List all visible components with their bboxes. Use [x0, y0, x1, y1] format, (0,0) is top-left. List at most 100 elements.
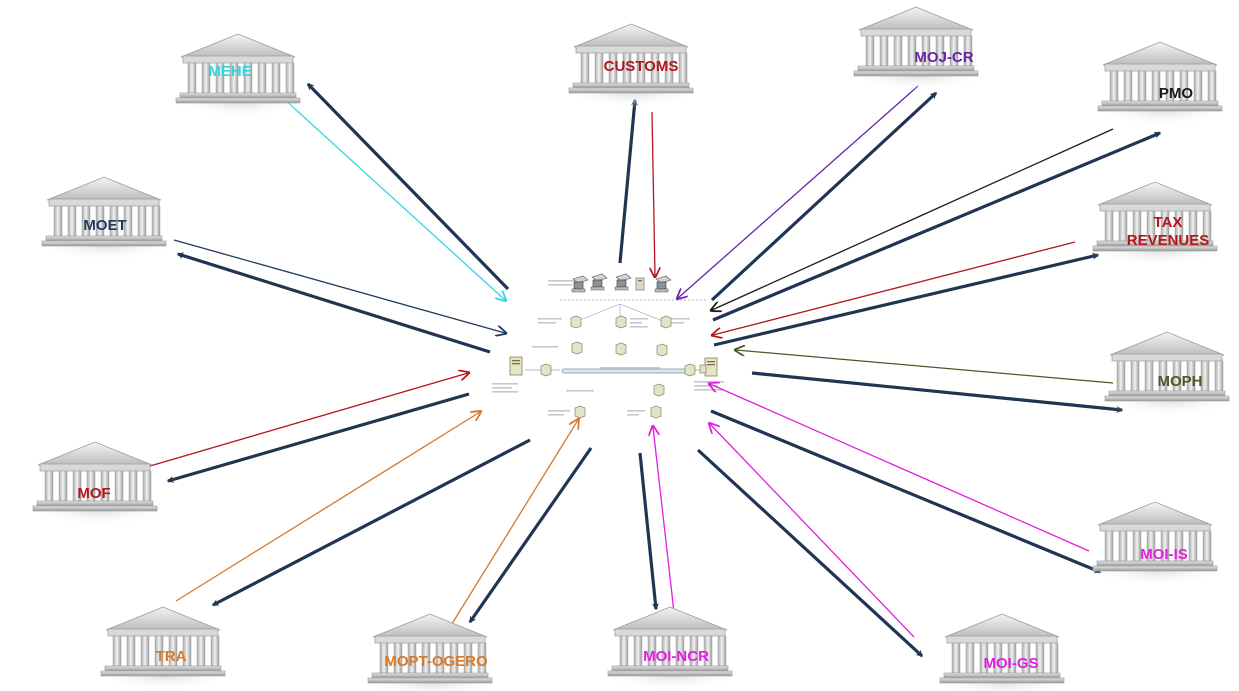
server-icon [656, 343, 668, 357]
inbound-arrow-moj-cr [678, 85, 919, 298]
server-icon [570, 315, 582, 329]
outbound-arrow-mopt-ogero [468, 447, 593, 624]
agency-label: TRA [156, 648, 187, 665]
inbound-arrow-mof [149, 373, 468, 467]
government-building-icon [602, 606, 742, 691]
outbound-arrow-moj-cr [710, 91, 938, 302]
inbound-arrow-mopt-ogero [449, 420, 578, 628]
agency-label-line: MOF [77, 485, 110, 502]
server-icon [660, 315, 672, 329]
server-icon [650, 405, 662, 419]
agency-customs: CUSTOMS [563, 23, 703, 108]
server-icon [615, 315, 627, 329]
agency-label-line: TAX [1154, 214, 1183, 231]
server-icon [635, 277, 645, 291]
agency-moj-cr: MOJ-CR [848, 6, 988, 91]
outbound-arrow-mehe [306, 82, 510, 291]
agency-label: MOF [77, 485, 110, 502]
inbound-arrow-customs [652, 111, 655, 276]
inbound-arrow-moet [173, 239, 505, 333]
agency-moi-gs: MOI-GS [934, 613, 1074, 691]
agency-moet: MOET [36, 176, 176, 261]
outbound-arrow-tra [211, 438, 531, 607]
government-building-icon [934, 613, 1074, 691]
server-icon [704, 357, 718, 377]
outbound-arrow-moph [751, 371, 1124, 413]
agency-label: MOI-IS [1140, 546, 1188, 563]
agency-label: MOI-GS [984, 655, 1039, 672]
agency-mopt-ogero: MOPT-OGERO [362, 613, 502, 691]
server-icon [509, 356, 523, 376]
agency-label-line: PMO [1159, 85, 1194, 102]
government-building-icon [1087, 501, 1227, 586]
agency-label: MOET [83, 217, 126, 234]
government-building-icon [1087, 181, 1227, 266]
agency-moi-is: MOI-IS [1087, 501, 1227, 586]
agency-label-line: MOET [83, 217, 126, 234]
agency-moph: MOPH [1099, 331, 1239, 416]
government-building-icon [170, 33, 310, 118]
outbound-arrow-moi-ncr [638, 452, 659, 611]
agency-label: MEHE [208, 63, 251, 80]
agency-label: PMO [1159, 85, 1194, 102]
workstation-icon [590, 273, 608, 291]
agency-mof: MOF [27, 441, 167, 526]
inbound-arrow-moi-is [710, 384, 1090, 552]
agency-label-line: MOI-IS [1140, 546, 1188, 563]
government-building-icon [1092, 41, 1232, 126]
server-icon [574, 405, 586, 419]
inbound-arrow-tax-revenues [713, 241, 1076, 335]
outbound-arrow-customs [618, 98, 638, 264]
server-icon [653, 383, 665, 397]
agency-label-line: CUSTOMS [604, 58, 679, 75]
government-building-icon [362, 613, 502, 691]
agency-label: MOPH [1158, 373, 1203, 390]
government-building-icon [36, 176, 176, 261]
workstation-icon [614, 273, 632, 291]
agency-tra: TRA [95, 606, 235, 691]
agency-label: MOPT-OGERO [384, 653, 488, 670]
outbound-arrow-tax-revenues [713, 252, 1100, 347]
agency-mehe: MEHE [170, 33, 310, 118]
agency-pmo: PMO [1092, 41, 1232, 126]
agency-label-line: MOI-GS [984, 655, 1039, 672]
inbound-arrow-moi-gs [710, 424, 915, 638]
agency-label-line: MOPH [1158, 373, 1203, 390]
outbound-arrow-pmo [712, 131, 1162, 322]
agency-label: MOI-NCR [643, 648, 709, 665]
government-building-icon [1099, 331, 1239, 416]
server-icon [571, 341, 583, 355]
outbound-arrow-moet [176, 252, 491, 354]
workstation-icon [654, 275, 672, 293]
agency-label: CUSTOMS [604, 58, 679, 75]
government-building-icon [848, 6, 988, 91]
agency-label-line: MEHE [208, 63, 251, 80]
outbound-arrow-moi-is [710, 409, 1102, 574]
government-building-icon [563, 23, 703, 108]
central-hub [492, 273, 724, 419]
government-building-icon [95, 606, 235, 691]
government-building-icon [27, 441, 167, 526]
server-icon [615, 342, 627, 356]
agency-label-line: MOJ-CR [914, 49, 973, 66]
agency-label-line: REVENUES [1127, 232, 1210, 249]
connections [149, 82, 1162, 658]
inbound-arrow-moph [736, 350, 1114, 384]
server-icon [684, 363, 696, 377]
agency-label-line: MOI-NCR [643, 648, 709, 665]
outbound-arrow-mof [166, 392, 470, 483]
agency-moi-ncr: MOI-NCR [602, 606, 742, 691]
agency-label: MOJ-CR [914, 49, 973, 66]
workstation-icon [571, 275, 589, 293]
agency-label-line: TRA [156, 648, 187, 665]
agency-label-line: MOPT-OGERO [384, 653, 488, 670]
inbound-arrow-pmo [712, 128, 1114, 310]
server-icon [540, 363, 552, 377]
inbound-arrow-moi-ncr [653, 427, 677, 631]
outbound-arrow-moi-gs [696, 448, 924, 658]
inbound-arrow-mehe [282, 97, 505, 300]
